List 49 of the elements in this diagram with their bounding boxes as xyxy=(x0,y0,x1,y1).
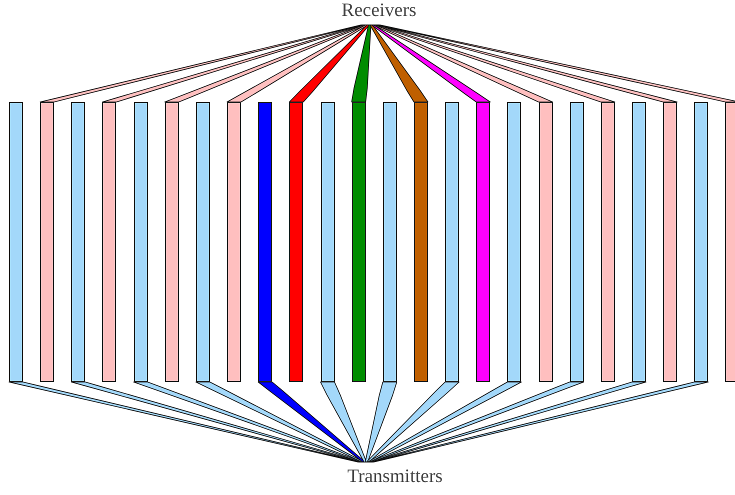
ribbon-connector xyxy=(102,24,366,102)
vertical-bar xyxy=(725,102,735,382)
ribbon-connector xyxy=(371,24,491,102)
node-label: Receivers xyxy=(342,0,416,22)
ribbon-connector xyxy=(364,382,398,462)
ribbon-connector xyxy=(372,24,553,102)
ribbon-connector xyxy=(371,382,709,462)
vertical-bar xyxy=(600,102,615,382)
ribbon-connector xyxy=(370,24,428,102)
ribbon-connector xyxy=(196,382,364,462)
vertical-bar xyxy=(164,102,179,382)
ribbon-connector xyxy=(288,24,370,102)
vertical-bar xyxy=(227,102,242,382)
vertical-bar xyxy=(102,102,116,382)
vertical-bar xyxy=(289,102,304,382)
vertical-bar xyxy=(663,102,678,382)
ribbon-connector xyxy=(377,24,735,102)
vertical-bar xyxy=(258,102,272,382)
vertical-bar xyxy=(40,102,54,382)
ribbon-connector xyxy=(374,24,616,102)
ribbon-connector xyxy=(376,24,678,102)
ribbon-connector xyxy=(366,382,460,462)
vertical-bar xyxy=(71,102,86,382)
vertical-bar xyxy=(196,102,210,382)
ribbon-connector xyxy=(226,24,368,102)
vertical-bar xyxy=(320,102,334,382)
vertical-bar xyxy=(632,102,646,382)
vertical-bar xyxy=(9,102,23,382)
ribbon-connector xyxy=(133,382,364,462)
ribbon-connector xyxy=(351,24,372,102)
ribbon-connector xyxy=(40,24,364,102)
vertical-bar xyxy=(538,102,553,382)
ribbon-connector xyxy=(320,382,367,462)
ribbon-connector xyxy=(368,382,584,462)
vertical-bar xyxy=(414,102,428,382)
vertical-bar xyxy=(507,102,522,382)
vertical-bar xyxy=(476,102,490,382)
vertical-bar xyxy=(382,102,397,382)
vertical-bar xyxy=(570,102,584,382)
ribbon-connector xyxy=(367,382,522,462)
vertical-bar xyxy=(445,102,460,382)
node-label: Transmitters xyxy=(347,466,443,488)
ribbon-connector xyxy=(70,382,362,462)
ribbon-connector xyxy=(370,382,646,462)
ribbon-connector xyxy=(164,24,367,102)
vertical-bar xyxy=(694,102,708,382)
vertical-bar xyxy=(134,102,148,382)
ribbon-connector xyxy=(258,382,366,462)
ribbon-connector xyxy=(8,382,361,462)
